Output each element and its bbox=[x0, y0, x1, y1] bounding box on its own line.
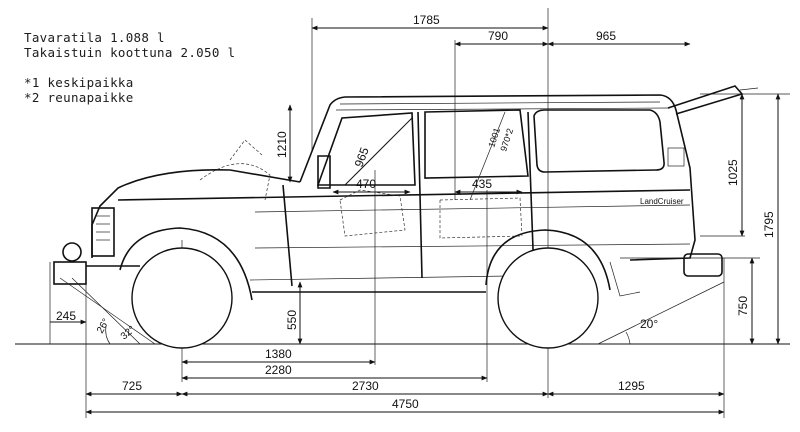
rear-wheel bbox=[497, 247, 599, 349]
dim-front-overhang: 725 bbox=[122, 379, 142, 393]
dim-rear-floor-height: 750 bbox=[736, 296, 750, 316]
dim-overall-length: 4750 bbox=[392, 397, 419, 411]
front-wheel bbox=[131, 247, 233, 349]
dim-front-to-rear-seat: 1380 bbox=[265, 347, 292, 361]
dim-front-legroom: 470 bbox=[356, 177, 376, 191]
footnote-1: *1 keskipaikka bbox=[24, 75, 134, 90]
svg-text:LandCruiser: LandCruiser bbox=[640, 197, 684, 206]
dim-front-to-cargo: 2280 bbox=[265, 363, 292, 377]
dim-overall-height: 1795 bbox=[762, 211, 776, 238]
dim-interior-height: 1210 bbox=[275, 131, 289, 158]
dim-rear-overhang: 1295 bbox=[618, 379, 645, 393]
dim-rear-legroom: 435 bbox=[472, 177, 492, 191]
vehicle-outline: LandCruiser bbox=[53, 85, 759, 301]
capacity-notes: Tavaratila 1.088 l Takaistuin koottuna 2… bbox=[24, 30, 235, 105]
dim-ground-clearance: 550 bbox=[285, 310, 299, 330]
reference-lines bbox=[85, 8, 790, 418]
cargo-capacity-text: Tavaratila 1.088 l bbox=[24, 30, 165, 45]
dim-tailgate-height: 1025 bbox=[726, 159, 740, 186]
dim-front-seat-diag: 965 bbox=[352, 145, 372, 169]
dim-wheelbase: 2730 bbox=[352, 379, 379, 393]
dim-approach-angle-2: 32° bbox=[119, 324, 138, 342]
dim-mid-span: 790 bbox=[488, 29, 508, 43]
dim-rear-span: 965 bbox=[596, 29, 616, 43]
dim-departure-angle: 20° bbox=[640, 317, 658, 331]
cargo-capacity-folded-text: Takaistuin koottuna 2.050 l bbox=[24, 45, 236, 60]
footnote-2: *2 reunapaikke bbox=[24, 90, 134, 105]
dim-top-span: 1785 bbox=[413, 13, 440, 27]
dim-approach-angle-1: 26° bbox=[95, 317, 112, 336]
dim-front-ground: 245 bbox=[56, 309, 76, 323]
